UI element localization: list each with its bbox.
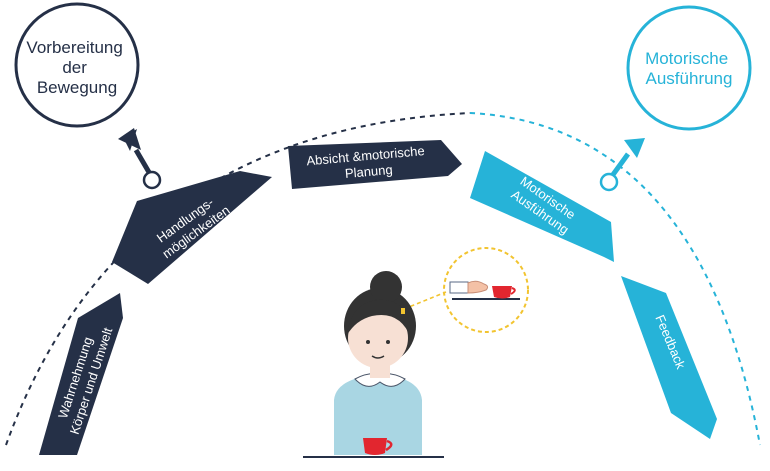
- thought-bubble-icon: [403, 247, 529, 333]
- svg-text:Vorbereitung der Beweg: Vorbereitung der Bewegung: [26, 38, 127, 97]
- connector-left: [118, 128, 162, 190]
- cup-icon: [363, 438, 393, 455]
- step-arrow-2: Handlungs- möglichkeiten: [112, 171, 272, 284]
- cup-icon: [492, 286, 516, 299]
- step-arrow-5: Feedback: [621, 276, 717, 439]
- svg-text:Motorische Ausführung: Motorische Ausführung: [645, 49, 733, 88]
- step-3-line-2: Planung: [344, 162, 393, 181]
- goal-left-line-2: der: [62, 58, 87, 77]
- goal-circle-right: [626, 5, 752, 131]
- step-arrow-4: Motorische Ausführung: [470, 151, 614, 262]
- goal-circle-left: [14, 2, 140, 128]
- goal-right-line-2: Ausführung: [646, 69, 733, 88]
- step-arrow-1: Wahrnehmung Körper und Umwelt: [39, 293, 123, 455]
- goal-left-line-3: Bewegung: [37, 78, 117, 97]
- goal-right-line-1: Motorische: [645, 49, 728, 68]
- connector-right: [599, 138, 645, 192]
- person-illustration: [334, 271, 422, 455]
- goal-left-line-1: Vorbereitung: [26, 38, 122, 57]
- step-arrow-3: Absicht &motorische Planung: [288, 140, 462, 189]
- arc-cyan: [469, 112, 761, 446]
- hand-icon: [449, 280, 489, 294]
